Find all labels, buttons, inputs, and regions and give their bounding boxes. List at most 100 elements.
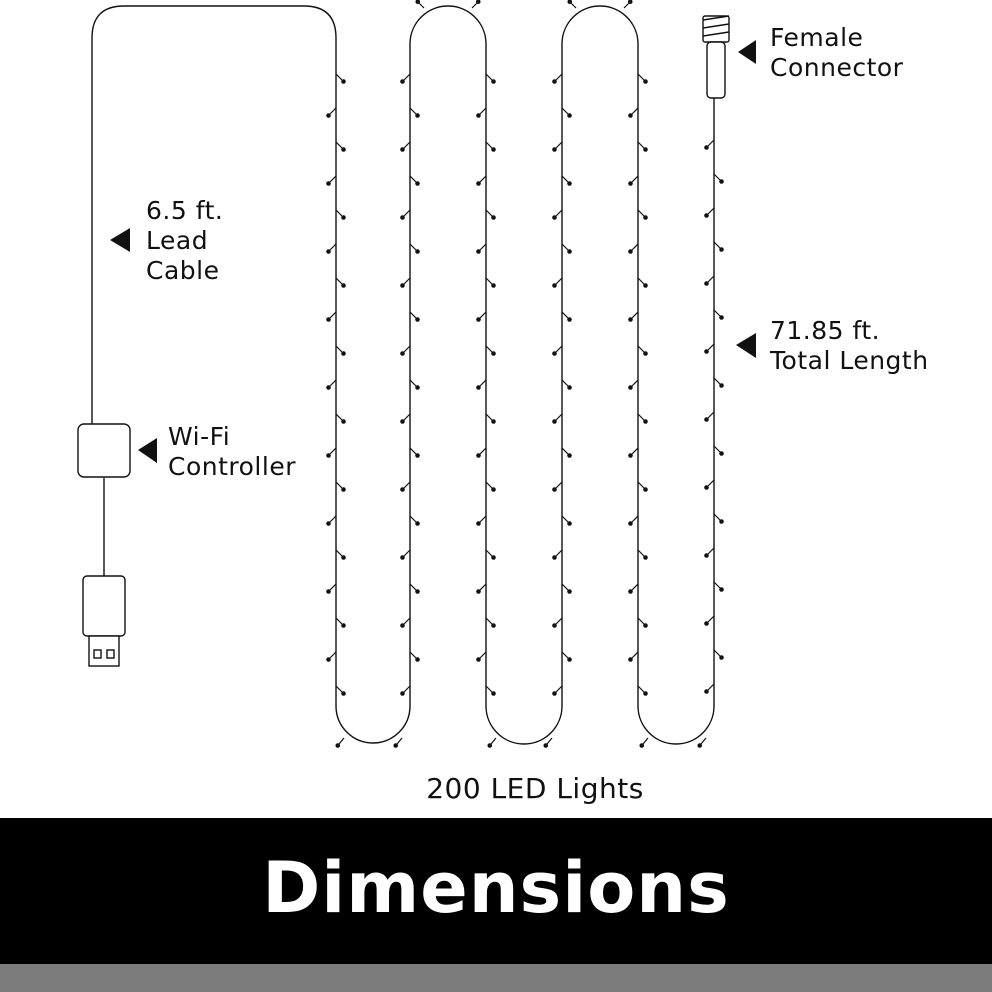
led-bulb-icon: [561, 447, 572, 458]
led-bulb-icon: [704, 207, 715, 218]
led-bulb-icon: [704, 411, 715, 422]
led-bulb-icon: [552, 345, 563, 356]
led-bulb-icon: [335, 141, 346, 152]
led-bulb-icon: [476, 311, 487, 322]
led-bulb-icon: [400, 481, 411, 492]
led-bulb-icon: [409, 447, 420, 458]
led-bulb-icon: [409, 651, 420, 662]
callout-line: Female: [770, 23, 864, 52]
led-bulb-icon: [552, 277, 563, 288]
led-bulb-icon: [561, 379, 572, 390]
led-bulb-icon: [400, 209, 411, 220]
led-bulb-icon: [335, 685, 346, 696]
led-bulb-icon: [637, 413, 648, 424]
led-bulb-icon: [704, 275, 715, 286]
title-banner: Dimensions: [0, 818, 992, 964]
led-bulb-icon: [326, 243, 337, 254]
pointer-wifi-controller: [138, 438, 157, 463]
led-bulb-icon: [713, 513, 724, 524]
footer-strip: [0, 964, 992, 992]
led-bulb-icon: [704, 547, 715, 558]
led-bulb-icon: [326, 175, 337, 186]
led-bulb-icon: [485, 277, 496, 288]
led-bulb-icon: [335, 209, 346, 220]
led-bulb-icon: [476, 515, 487, 526]
led-bulb-icon: [335, 617, 346, 628]
led-bulb-icon: [628, 175, 639, 186]
led-bulb-icon: [552, 617, 563, 628]
led-bulb-icon: [393, 737, 403, 748]
callout-line: Controller: [168, 452, 296, 481]
led-bulb-icon: [485, 413, 496, 424]
led-bulb-icon: [628, 107, 639, 118]
led-bulb-icon: [326, 447, 337, 458]
led-bulb-icon: [400, 413, 411, 424]
female-connector-icon: [702, 15, 730, 99]
led-bulb-icon: [561, 515, 572, 526]
led-bulb-icon: [487, 737, 497, 748]
led-bulb-icon: [400, 277, 411, 288]
light-string-wire: [335, 5, 715, 745]
callout-line: 71.85 ft.: [770, 316, 881, 345]
led-bulb-icon: [637, 141, 648, 152]
lights-count-label: 200 LED Lights: [426, 772, 644, 805]
led-bulb-icon: [637, 481, 648, 492]
led-bulb-icon: [697, 737, 707, 748]
led-bulb-icon: [326, 515, 337, 526]
led-bulb-icon: [485, 549, 496, 560]
led-bulb-icon: [400, 549, 411, 560]
led-bulb-icon: [476, 243, 487, 254]
led-bulb-icon: [326, 311, 337, 322]
callout-female-connector: Female Connector: [770, 23, 903, 83]
led-bulb-icon: [476, 379, 487, 390]
led-bulb-icon: [400, 73, 411, 84]
led-bulb-icon: [400, 345, 411, 356]
led-bulb-icon: [335, 345, 346, 356]
led-bulb-icon: [713, 377, 724, 388]
led-bulb-icon: [552, 549, 563, 560]
led-bulb-icon: [326, 651, 337, 662]
led-bulb-icon: [637, 73, 648, 84]
led-bulb-icon: [561, 107, 572, 118]
led-bulb-icon: [628, 379, 639, 390]
led-bulb-icon: [628, 447, 639, 458]
led-bulb-icon: [476, 583, 487, 594]
led-bulb-icon: [637, 685, 648, 696]
led-bulb-icon: [543, 737, 553, 748]
led-bulb-icon: [326, 379, 337, 390]
led-bulb-icon: [704, 683, 715, 694]
callout-total-length: 71.85 ft. Total Length: [770, 316, 929, 376]
led-bulb-icon: [561, 583, 572, 594]
led-bulb-icon: [400, 685, 411, 696]
led-bulb-icon: [335, 481, 346, 492]
led-bulb-icon: [400, 617, 411, 628]
led-bulb-icon: [637, 277, 648, 288]
led-bulb-icon: [637, 209, 648, 220]
led-bulb-icon: [409, 583, 420, 594]
callout-line: 6.5 ft.: [146, 196, 224, 225]
pointer-lead-cable: [110, 228, 130, 252]
led-bulb-icon: [409, 311, 420, 322]
led-bulb-icon: [485, 617, 496, 628]
led-bulb-icon: [704, 479, 715, 490]
usb-plug-icon: [82, 575, 126, 667]
led-bulb-icon: [485, 141, 496, 152]
led-bulb-icon: [485, 345, 496, 356]
led-bulb-icon: [552, 413, 563, 424]
lead-cable-wire: [91, 5, 337, 424]
banner-title: Dimensions: [262, 847, 730, 929]
led-bulb-icon: [326, 583, 337, 594]
led-bulb-icon: [409, 107, 420, 118]
led-bulb-icon: [561, 651, 572, 662]
led-bulb-icon: [409, 243, 420, 254]
led-bulb-icon: [476, 175, 487, 186]
led-bulb-icon: [567, 0, 577, 9]
led-bulb-icon: [335, 549, 346, 560]
led-bulb-icon: [409, 379, 420, 390]
led-bulb-icon: [485, 73, 496, 84]
pointer-female-connector: [738, 40, 756, 64]
led-bulb-icon: [561, 175, 572, 186]
led-bulb-icon: [713, 581, 724, 592]
led-bulb-icon: [713, 309, 724, 320]
callout-wifi-controller: Wi-Fi Controller: [168, 422, 296, 482]
